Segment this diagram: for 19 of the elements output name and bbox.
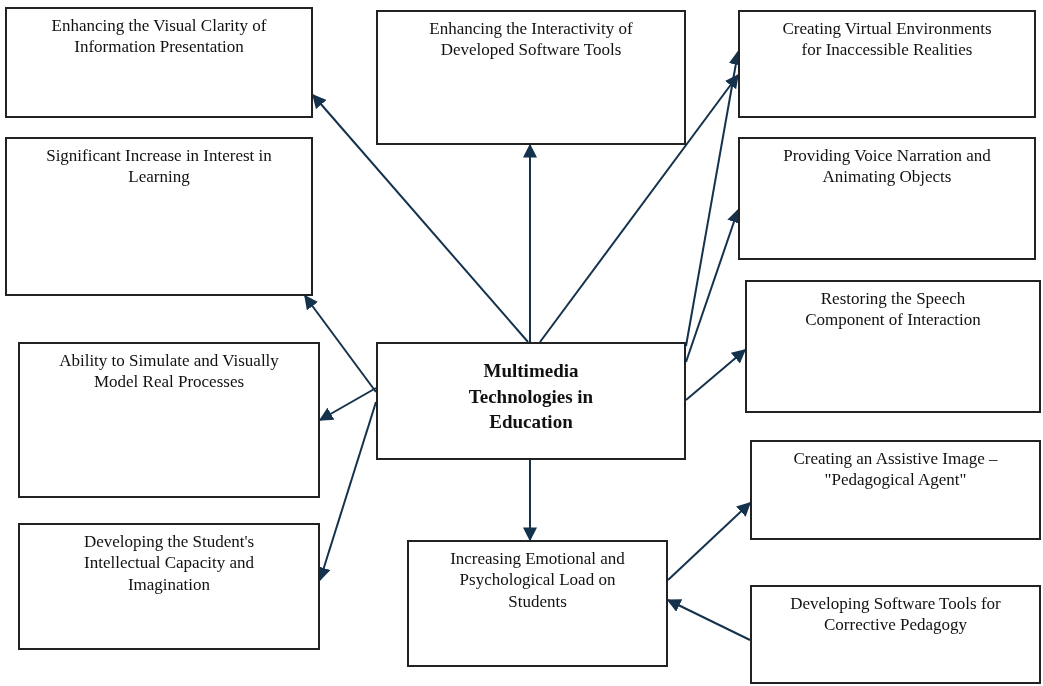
concept-box: Developing Software Tools for Corrective Pedagogy: [750, 585, 1041, 684]
arrow: [523, 459, 537, 542]
arrow: [667, 502, 751, 581]
arrow: [523, 143, 537, 343]
central-concept-box: Multimedia Technologies in Education: [376, 342, 686, 460]
arrow: [685, 349, 747, 401]
arrow: [539, 73, 739, 343]
concept-box: Providing Voice Narration and Animating Objects: [738, 137, 1036, 260]
concept-box: Creating an Assistive Image – "Pedagogical Agent": [750, 440, 1041, 540]
concept-box: Ability to Simulate and Visually Model Real Processes: [18, 342, 320, 498]
concept-box: Significant Increase in Interest in Learning: [5, 137, 313, 296]
concept-box: Enhancing the Interactivity of Developed Software Tools: [376, 10, 686, 145]
concept-box: Enhancing the Visual Clarity of Information Presentation: [5, 7, 313, 118]
concept-box: Increasing Emotional and Psychological Load on Students: [407, 540, 668, 667]
concept-box: Developing the Student's Intellectual Capacity and Imagination: [18, 523, 320, 650]
arrow: [312, 93, 529, 343]
arrow: [304, 294, 377, 393]
concept-box: Creating Virtual Environments for Inaccessible Realities: [738, 10, 1036, 118]
concept-box: Restoring the Speech Component of Interaction: [745, 280, 1041, 413]
